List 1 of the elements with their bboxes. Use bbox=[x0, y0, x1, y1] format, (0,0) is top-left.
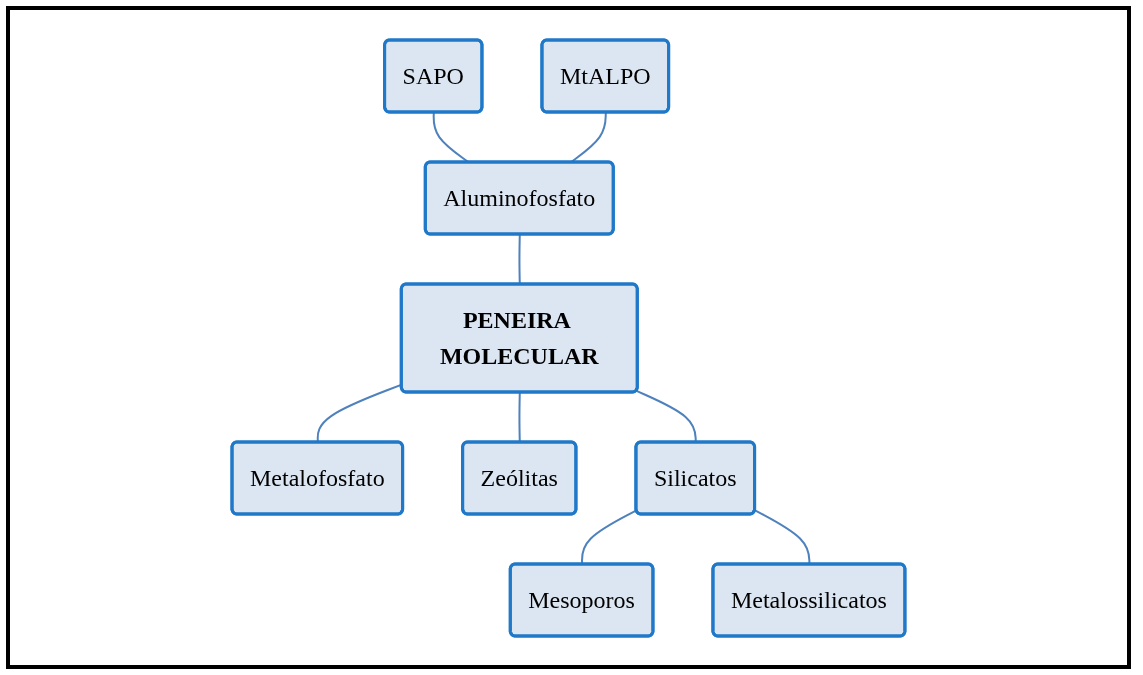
diagram-frame: SAPO MtALPO Aluminofosfato PENEIRA MOLECULAR Metalofosfato Zeólitas Silicatos Mesoporos Metalossilicatos bbox=[6, 6, 1131, 669]
